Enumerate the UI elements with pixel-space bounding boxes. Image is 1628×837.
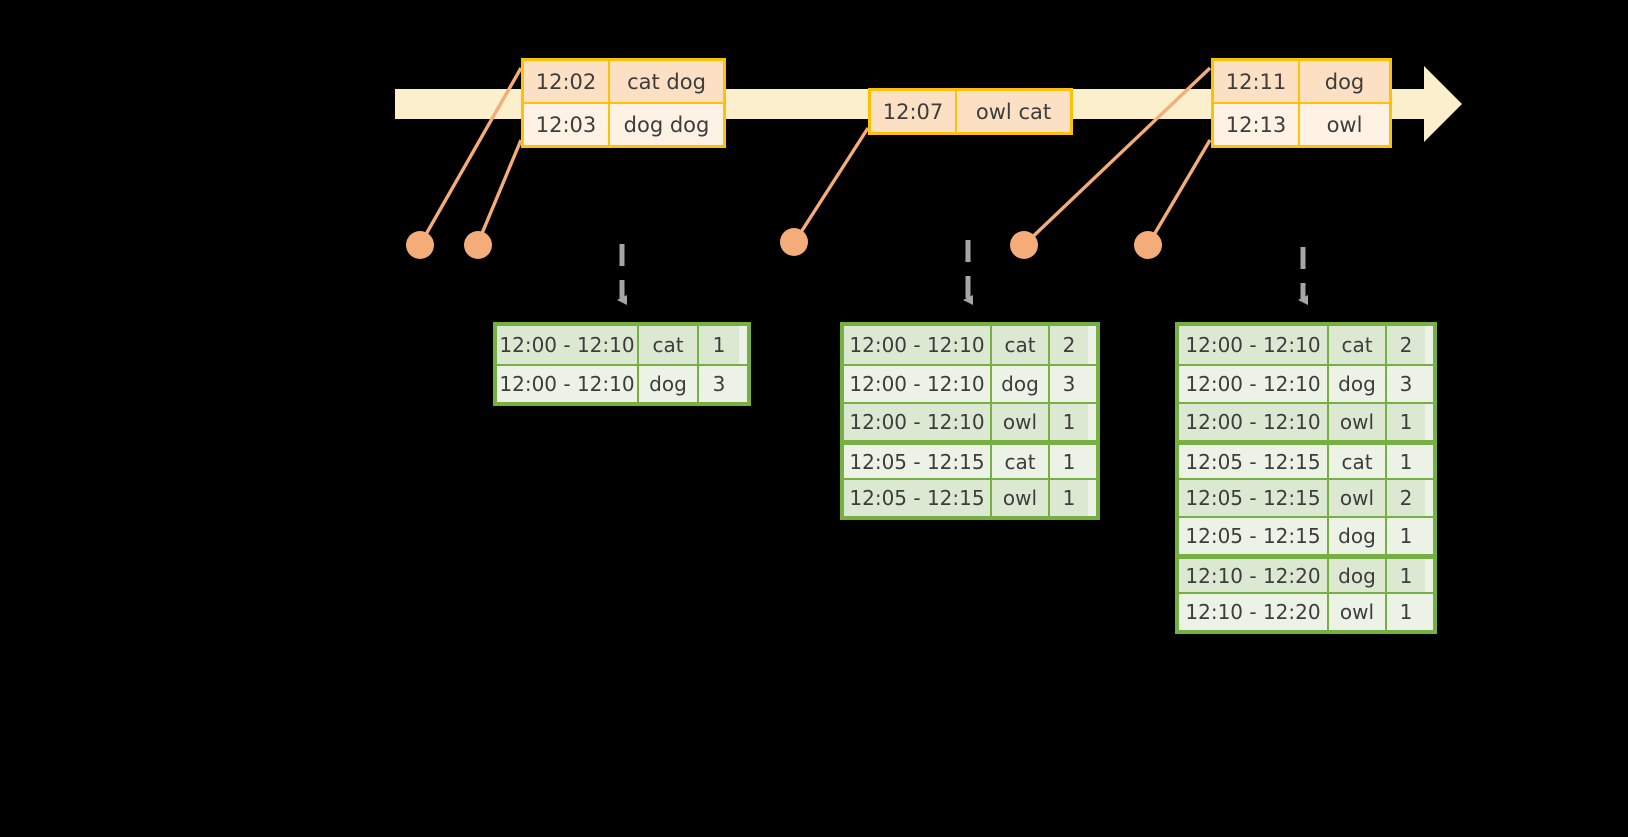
table-row[interactable]: 12:00 - 12:10 cat 1 bbox=[497, 326, 747, 364]
cell-count: 2 bbox=[1387, 326, 1425, 364]
connector-dot-4 bbox=[1010, 231, 1038, 259]
event-words: owl cat bbox=[957, 91, 1070, 132]
table-row[interactable]: 12:05 - 12:15 cat 1 bbox=[1179, 440, 1433, 478]
table-row[interactable]: 12:00 - 12:10 owl 1 bbox=[1179, 402, 1433, 440]
event-row[interactable]: 12:03 dog dog bbox=[524, 102, 723, 145]
cell-window: 12:05 - 12:15 bbox=[1179, 518, 1329, 554]
cell-count: 1 bbox=[1387, 594, 1425, 630]
cell-word: cat bbox=[992, 445, 1050, 478]
event-time: 12:02 bbox=[524, 61, 610, 102]
cell-count: 3 bbox=[699, 366, 739, 402]
event-group-1[interactable]: 12:02 cat dog 12:03 dog dog bbox=[521, 58, 726, 148]
event-words: dog bbox=[1300, 61, 1389, 102]
cell-count: 1 bbox=[1050, 480, 1088, 516]
cell-count: 1 bbox=[1387, 404, 1425, 440]
event-row[interactable]: 12:07 owl cat bbox=[871, 91, 1070, 132]
table-row[interactable]: 12:00 - 12:10 owl 1 bbox=[844, 402, 1096, 440]
cell-window: 12:00 - 12:10 bbox=[497, 366, 639, 402]
cell-count: 3 bbox=[1050, 366, 1088, 402]
cell-count: 2 bbox=[1050, 326, 1088, 364]
event-group-3[interactable]: 12:11 dog 12:13 owl bbox=[1211, 58, 1392, 148]
cell-count: 1 bbox=[1050, 445, 1088, 478]
table-row[interactable]: 12:05 - 12:15 owl 2 bbox=[1179, 478, 1433, 516]
connector-dot-2 bbox=[464, 231, 492, 259]
cell-word: dog bbox=[639, 366, 699, 402]
table-row[interactable]: 12:00 - 12:10 cat 2 bbox=[1179, 326, 1433, 364]
cell-window: 12:10 - 12:20 bbox=[1179, 594, 1329, 630]
cell-count: 1 bbox=[1387, 559, 1425, 592]
cell-window: 12:05 - 12:15 bbox=[1179, 480, 1329, 516]
table-row[interactable]: 12:10 - 12:20 owl 1 bbox=[1179, 592, 1433, 630]
result-table-1[interactable]: 12:00 - 12:10 cat 1 12:00 - 12:10 dog 3 bbox=[493, 322, 751, 406]
cell-word: dog bbox=[1329, 559, 1387, 592]
table-row[interactable]: 12:00 - 12:10 dog 3 bbox=[844, 364, 1096, 402]
event-time: 12:03 bbox=[524, 104, 610, 145]
cell-count: 3 bbox=[1387, 366, 1425, 402]
cell-count: 1 bbox=[1387, 518, 1425, 554]
event-row[interactable]: 12:11 dog bbox=[1214, 61, 1389, 102]
event-words: dog dog bbox=[610, 104, 723, 145]
cell-word: owl bbox=[1329, 404, 1387, 440]
table-row[interactable]: 12:00 - 12:10 cat 2 bbox=[844, 326, 1096, 364]
cell-window: 12:05 - 12:15 bbox=[844, 445, 992, 478]
cell-word: cat bbox=[1329, 445, 1387, 478]
connector-dot-5 bbox=[1134, 231, 1162, 259]
table-row[interactable]: 12:10 - 12:20 dog 1 bbox=[1179, 554, 1433, 592]
cell-window: 12:00 - 12:10 bbox=[844, 366, 992, 402]
result-table-2[interactable]: 12:00 - 12:10 cat 2 12:00 - 12:10 dog 3 … bbox=[840, 322, 1100, 520]
cell-word: dog bbox=[1329, 366, 1387, 402]
table-row[interactable]: 12:00 - 12:10 dog 3 bbox=[1179, 364, 1433, 402]
result-table-3[interactable]: 12:00 - 12:10 cat 2 12:00 - 12:10 dog 3 … bbox=[1175, 322, 1437, 634]
cell-count: 1 bbox=[1387, 445, 1425, 478]
table-row[interactable]: 12:05 - 12:15 dog 1 bbox=[1179, 516, 1433, 554]
cell-window: 12:05 - 12:15 bbox=[1179, 445, 1329, 478]
cell-window: 12:00 - 12:10 bbox=[1179, 366, 1329, 402]
cell-window: 12:00 - 12:10 bbox=[1179, 404, 1329, 440]
event-words: cat dog bbox=[610, 61, 723, 102]
cell-count: 2 bbox=[1387, 480, 1425, 516]
cell-window: 12:00 - 12:10 bbox=[1179, 326, 1329, 364]
cell-count: 1 bbox=[1050, 404, 1088, 440]
connector-dots bbox=[406, 228, 1162, 259]
connector-dot-3 bbox=[780, 228, 808, 256]
cell-word: dog bbox=[1329, 518, 1387, 554]
event-time: 12:13 bbox=[1214, 104, 1300, 145]
cell-count: 1 bbox=[699, 326, 739, 364]
cell-word: dog bbox=[992, 366, 1050, 402]
table-row[interactable]: 12:05 - 12:15 owl 1 bbox=[844, 478, 1096, 516]
cell-window: 12:00 - 12:10 bbox=[844, 404, 992, 440]
dashed-arrows bbox=[617, 240, 1308, 305]
cell-word: cat bbox=[639, 326, 699, 364]
event-row[interactable]: 12:02 cat dog bbox=[524, 61, 723, 102]
cell-word: owl bbox=[1329, 594, 1387, 630]
cell-window: 12:00 - 12:10 bbox=[497, 326, 639, 364]
cell-word: owl bbox=[992, 404, 1050, 440]
cell-window: 12:10 - 12:20 bbox=[1179, 559, 1329, 592]
cell-word: owl bbox=[1329, 480, 1387, 516]
event-group-2[interactable]: 12:07 owl cat bbox=[868, 88, 1073, 135]
event-words: owl bbox=[1300, 104, 1389, 145]
event-time: 12:11 bbox=[1214, 61, 1300, 102]
cell-window: 12:00 - 12:10 bbox=[844, 326, 992, 364]
cell-word: cat bbox=[992, 326, 1050, 364]
cell-window: 12:05 - 12:15 bbox=[844, 480, 992, 516]
cell-word: cat bbox=[1329, 326, 1387, 364]
event-time: 12:07 bbox=[871, 91, 957, 132]
table-row[interactable]: 12:05 - 12:15 cat 1 bbox=[844, 440, 1096, 478]
cell-word: owl bbox=[992, 480, 1050, 516]
event-row[interactable]: 12:13 owl bbox=[1214, 102, 1389, 145]
connector-dot-1 bbox=[406, 231, 434, 259]
table-row[interactable]: 12:00 - 12:10 dog 3 bbox=[497, 364, 747, 402]
